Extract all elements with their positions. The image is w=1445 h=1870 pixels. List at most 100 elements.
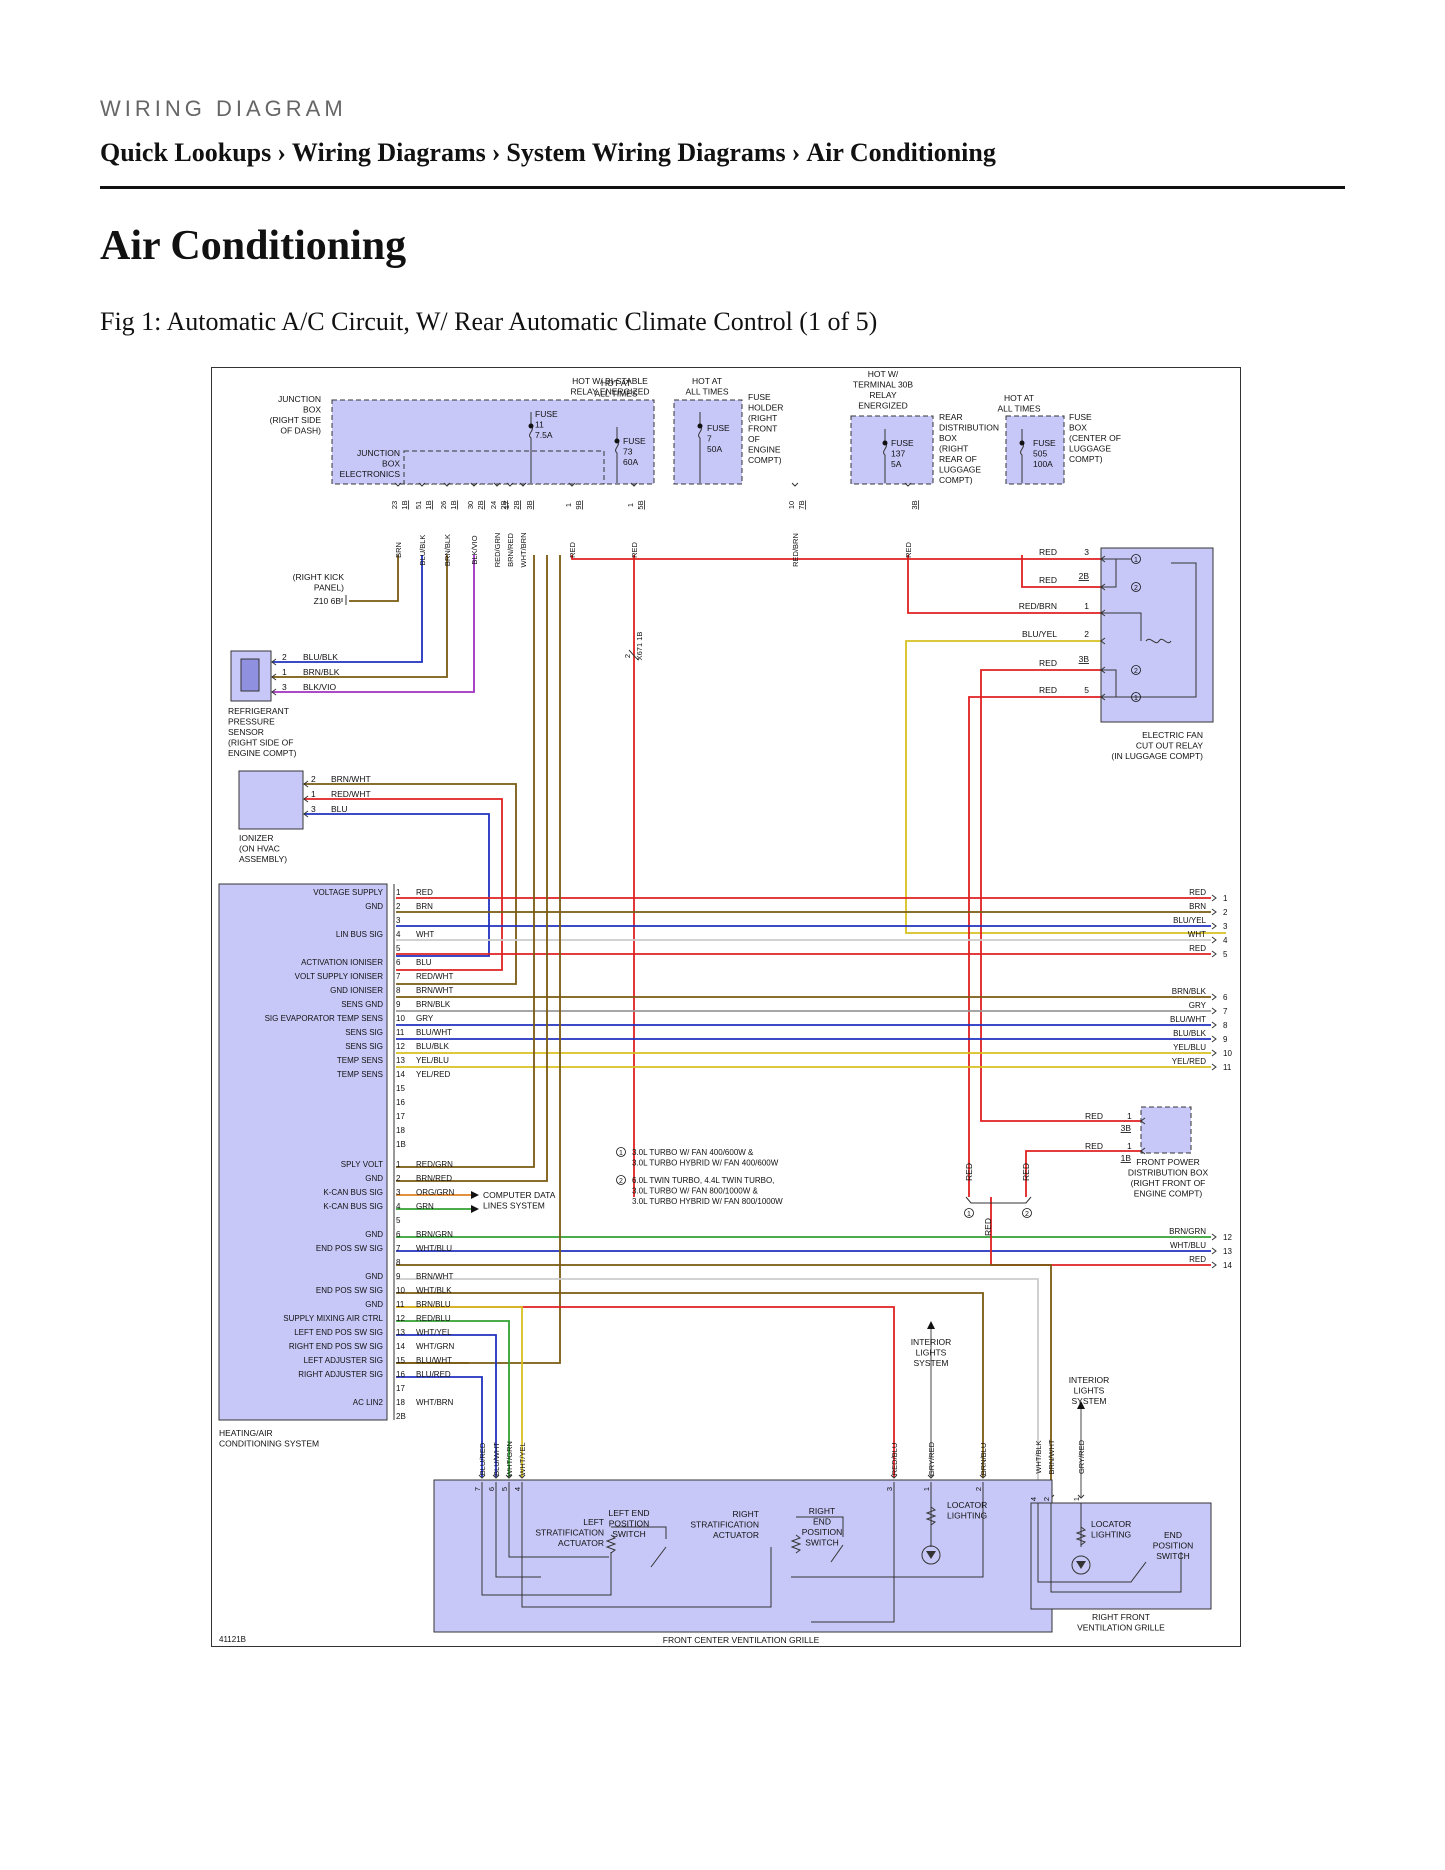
- breadcrumb-separator: ›: [791, 138, 801, 167]
- luggage-fuse-box: [1005, 415, 1065, 485]
- connector-pin: [1211, 1007, 1217, 1015]
- label-text: 10: [396, 1014, 405, 1023]
- label-text: 4: [396, 930, 401, 939]
- label-text: COMPT): [939, 475, 973, 485]
- connector-id: 3B: [525, 500, 534, 509]
- signal-label: END POS SW SIG: [316, 1286, 383, 1295]
- label-text: 6: [396, 1230, 401, 1239]
- wire-blu-yel-relay-2: [905, 640, 1226, 934]
- label-text: 11: [535, 420, 544, 430]
- label-text: DISTRIBUTION: [939, 423, 999, 433]
- label-text: 2: [396, 902, 401, 911]
- connector-pin: [303, 780, 309, 788]
- label-text: 2: [311, 774, 316, 784]
- label-text: COMPT): [748, 455, 782, 465]
- wire-color-label: RED: [1039, 575, 1057, 585]
- wire-color-label: BLU/BLK: [1173, 1029, 1207, 1038]
- label-text: JUNCTION: [357, 448, 400, 458]
- connector-pin: [1211, 1021, 1217, 1029]
- connector-pin: [1211, 1063, 1217, 1071]
- connector-pin: [890, 1474, 898, 1479]
- pin-number: 8: [1223, 1021, 1228, 1030]
- electric-fan-cut-out-relay: [1100, 547, 1214, 723]
- connector-pin: [1211, 993, 1217, 1001]
- label-text: HOT AT: [692, 376, 722, 386]
- label-text: LIGHTING: [947, 1511, 987, 1521]
- signal-label: K-CAN BUS SIG: [323, 1202, 383, 1211]
- label-text: RELAY ENERGIZED: [570, 387, 649, 397]
- wire-color-label: BLU: [331, 804, 348, 814]
- signal-label: END POS SW SIG: [316, 1244, 383, 1253]
- label-text: 5: [1084, 685, 1089, 695]
- led-icon: [1076, 1561, 1086, 1569]
- label-text: 60A: [623, 457, 638, 467]
- connector-pin: [478, 1474, 486, 1479]
- connector-pin: [1211, 1233, 1217, 1241]
- label-text: SWITCH: [612, 1529, 646, 1539]
- label-text: POSITION: [1153, 1541, 1194, 1551]
- label-text: 7: [396, 1244, 401, 1253]
- breadcrumb-item-system-wiring-diagrams[interactable]: System Wiring Diagrams: [506, 138, 786, 167]
- connector-pin: [979, 1474, 987, 1479]
- pin-number: 17: [502, 501, 511, 509]
- option-number: 2: [1025, 1211, 1029, 1218]
- label-text: (RIGHT: [939, 444, 968, 454]
- connector-id: X671 1B: [635, 632, 644, 661]
- connector-pin: [1077, 1494, 1085, 1499]
- wire-color-label: BRN/WHT: [416, 986, 453, 995]
- wire-color-label: BRN: [1189, 902, 1206, 911]
- ground-symbol: [341, 595, 347, 605]
- option-number: 2: [1134, 668, 1138, 675]
- wire-color-label: BRN/BLU: [979, 1443, 988, 1476]
- option-symbol: [616, 1175, 626, 1185]
- label-text: FRONT CENTER VENTILATION GRILLE: [663, 1635, 820, 1645]
- label-text: POSITION: [609, 1519, 650, 1529]
- splice-dot: [614, 438, 620, 444]
- connector-pin: [394, 482, 402, 487]
- connector-id: 7B: [797, 500, 806, 509]
- breadcrumb-item-wiring-diagrams[interactable]: Wiring Diagrams: [291, 138, 486, 167]
- signal-label: SENS GND: [341, 1000, 383, 1009]
- connector-id: 3B: [1079, 654, 1090, 664]
- label-text: 3: [396, 1188, 401, 1197]
- wire-color-label: YEL/BLU: [416, 1056, 449, 1065]
- label-text: LUGGAGE: [1069, 444, 1111, 454]
- wire-blu-red-7: [396, 1376, 483, 1477]
- label-text: 2B: [396, 1412, 406, 1421]
- label-text: FRONT: [748, 424, 777, 434]
- label-text: RELAY: [869, 390, 897, 400]
- wire-color-label: BLU/WHT: [416, 1028, 452, 1037]
- breadcrumb-item-quick-lookups[interactable]: Quick Lookups: [100, 138, 272, 167]
- wire-color-label: BRN: [394, 542, 403, 558]
- label-text: 4: [396, 1202, 401, 1211]
- signal-label: TEMP SENS: [337, 1056, 383, 1065]
- signal-label: K-CAN BUS SIG: [323, 1188, 383, 1197]
- label-text: 1: [396, 888, 401, 897]
- resistor-symbol: [790, 1534, 802, 1554]
- wire-color-label: BRN/WHT: [331, 774, 371, 784]
- pin-number: 6: [1223, 993, 1228, 1002]
- label-text: 13: [396, 1056, 405, 1065]
- label-text: STRATIFICATION: [690, 1520, 759, 1530]
- label-text: RIGHT: [809, 1506, 835, 1516]
- wire-color-label: BLU: [416, 958, 432, 967]
- label-text: 9: [396, 1272, 401, 1281]
- label-text: LOCATOR: [1091, 1519, 1131, 1529]
- wire-color-label: RED: [1189, 1255, 1206, 1264]
- resistor-symbol: [605, 1534, 617, 1554]
- label-text: 16: [396, 1098, 405, 1107]
- option-number: 1: [619, 1150, 623, 1157]
- label-text: HOLDER: [748, 403, 783, 413]
- label-text: Z10 6B: [314, 596, 342, 606]
- label-text: LUGGAGE: [939, 465, 981, 475]
- wire-color-label: RED/BRN: [791, 533, 800, 567]
- label-text: 13: [396, 1328, 405, 1337]
- arrow-icon: [471, 1191, 479, 1213]
- label-text: FUSE: [748, 392, 771, 402]
- wire-wht-yel-4: [396, 1306, 523, 1477]
- label-text: HOT W/: [868, 369, 899, 379]
- option-symbol: [1131, 692, 1141, 702]
- label-text: FUSE: [891, 438, 914, 448]
- junction-box-electronics: [403, 450, 605, 485]
